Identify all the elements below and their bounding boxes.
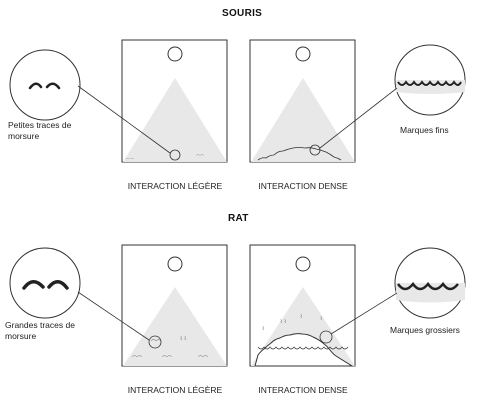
rat-light-panel: ⌒⌒ ⌇ ⌇ ⌒⌒ ⌒⌒ ⌒⌒ (121, 244, 228, 367)
bite-zoom-marker (319, 330, 333, 344)
gnawed-edge (257, 147, 342, 161)
mouse-fine-marks-zoom (319, 44, 466, 149)
bite-zoom-marker (148, 335, 162, 349)
svg-text:⌇ ⌇: ⌇ ⌇ (280, 319, 286, 325)
section-title-rat: RAT (228, 213, 249, 224)
rat-caption-light: INTERACTION LÉGÈRE (127, 385, 223, 395)
rat-caption-dense: INTERACTION DENSE (258, 385, 348, 395)
bait-triangle (123, 78, 227, 162)
hanging-hole (295, 256, 311, 272)
rat-coarse-marks-label: Marques grossiers (390, 325, 460, 335)
svg-text:⌇: ⌇ (300, 314, 302, 320)
gnawed-region (254, 333, 354, 367)
svg-text:⌒⌒: ⌒⌒ (198, 356, 208, 362)
mouse-light-panel: ‿ ‿ ⌒⌒ (121, 39, 228, 163)
hanging-hole (295, 46, 311, 62)
mouse-small-bite-zoom (9, 49, 171, 154)
bite-zoom-marker (309, 144, 321, 156)
hanging-hole (167, 46, 183, 62)
svg-text:⌒⌒: ⌒⌒ (132, 356, 142, 362)
bait-triangle (251, 78, 355, 162)
svg-text:⌒⌒: ⌒⌒ (162, 356, 172, 362)
mouse-caption-light: INTERACTION LÉGÈRE (127, 181, 223, 191)
svg-text:⌒⌒: ⌒⌒ (196, 153, 204, 159)
svg-text:⌇: ⌇ (262, 326, 264, 332)
svg-text:⌇: ⌇ (320, 316, 322, 322)
section-title-mouse: SOURIS (222, 8, 263, 19)
bite-zoom-marker (169, 149, 181, 161)
mouse-dense-panel (249, 39, 356, 163)
rat-large-bite-zoom (9, 247, 150, 341)
rat-large-bite-label: Grandes traces de morsure (5, 320, 75, 341)
mouse-fine-marks-label: Marques fins (400, 125, 449, 135)
bait-triangle (123, 287, 227, 366)
svg-text:‿ ‿: ‿ ‿ (125, 154, 134, 159)
rat-coarse-marks-zoom (330, 247, 466, 335)
hanging-hole (167, 256, 183, 272)
rat-dense-panel: ⌇ ⌇ ⌇ ⌇ ⌇ (249, 244, 356, 367)
svg-text:⌒⌒: ⌒⌒ (151, 340, 161, 346)
mouse-caption-dense: INTERACTION DENSE (258, 181, 348, 191)
svg-text:⌇ ⌇: ⌇ ⌇ (180, 336, 186, 342)
mouse-small-bite-label: Petites traces de morsure (8, 120, 72, 141)
